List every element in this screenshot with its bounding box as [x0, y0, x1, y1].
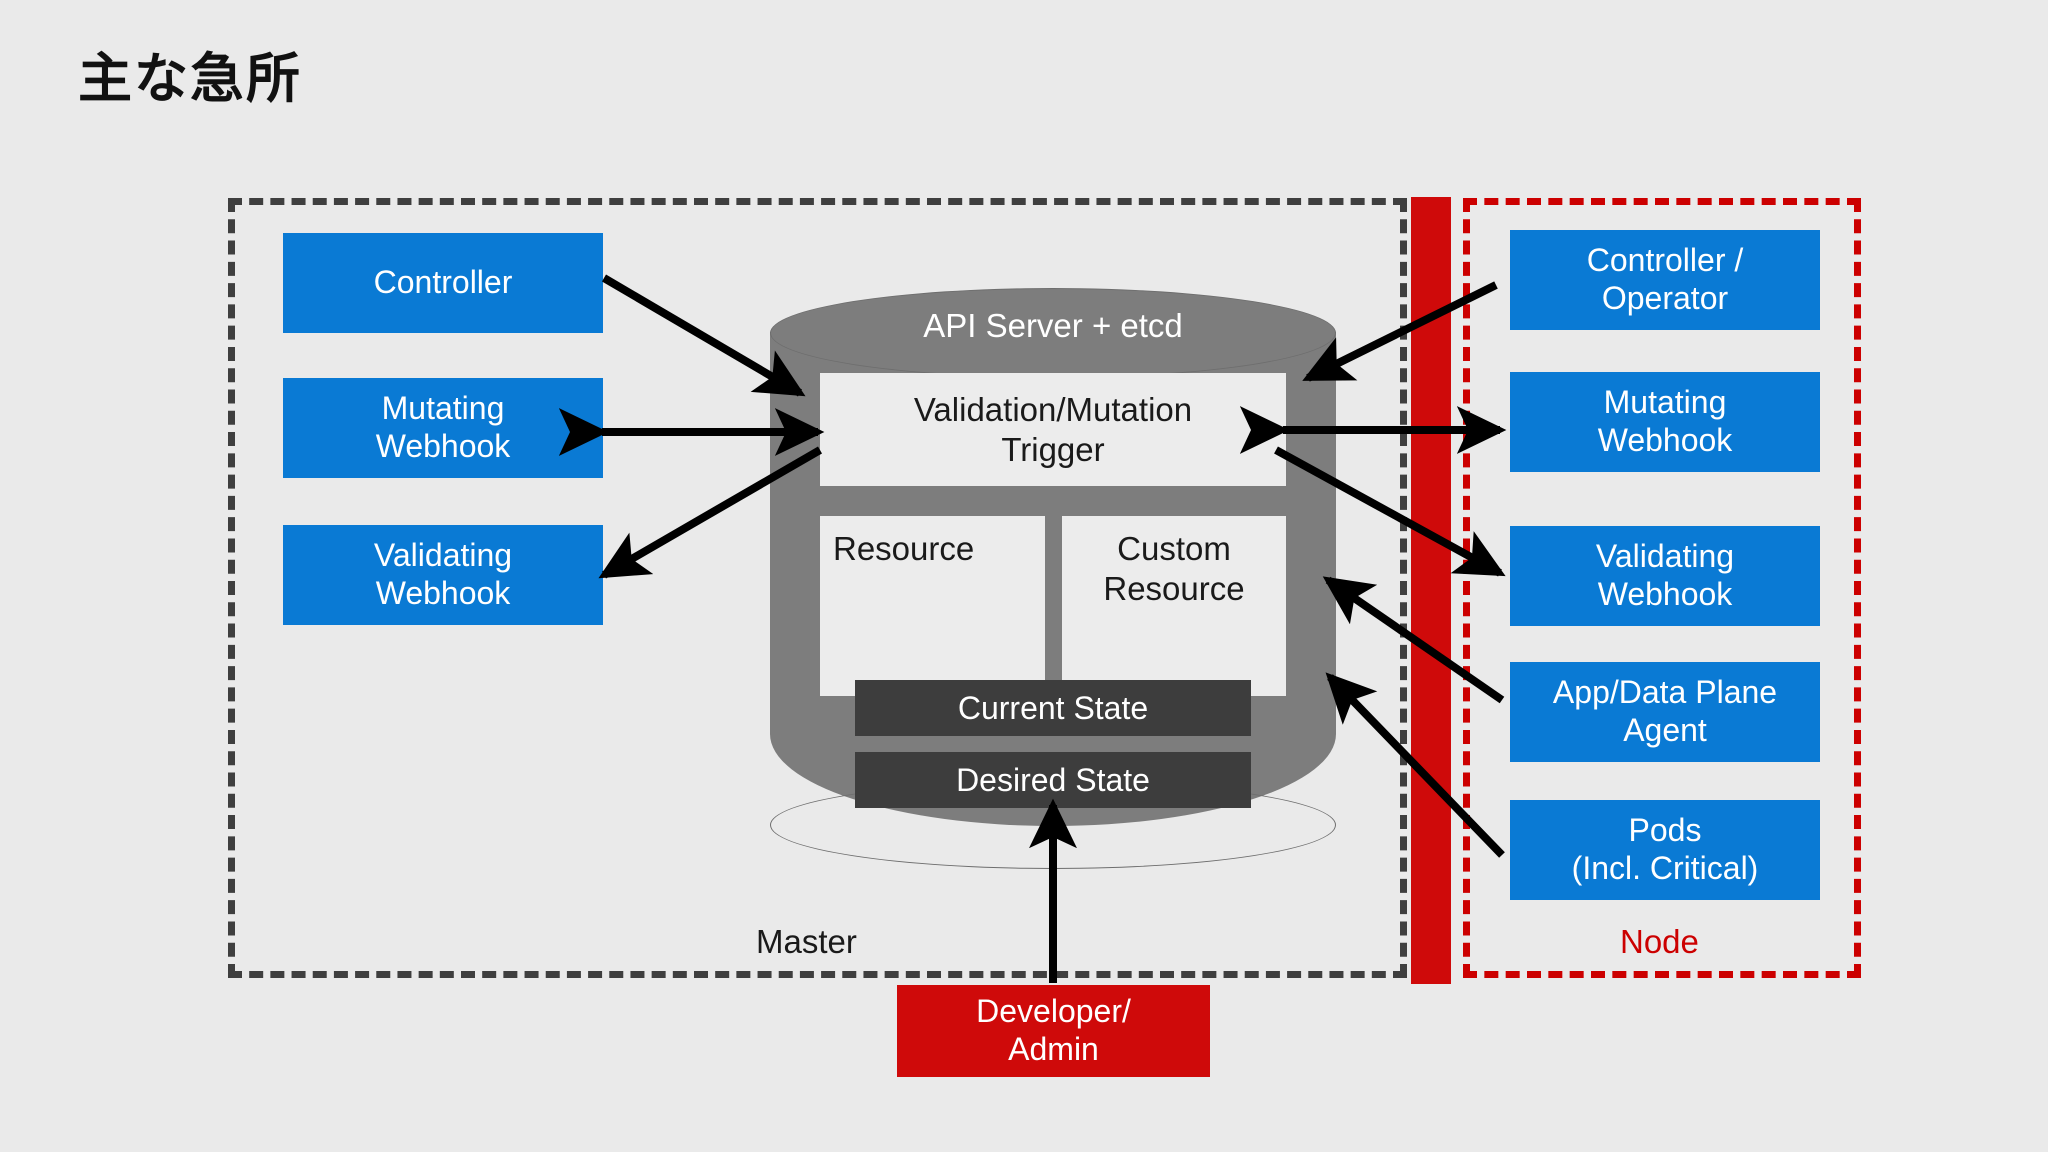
box-app-data-plane-agent[interactable]: App/Data Plane Agent	[1510, 662, 1820, 762]
firewall-separator-bar	[1411, 197, 1451, 984]
bar-current-state[interactable]: Current State	[855, 680, 1251, 736]
box-node-validating-webhook[interactable]: Validating Webhook	[1510, 526, 1820, 626]
panel-resource[interactable]: Resource	[820, 516, 1045, 696]
panel-validation-mutation-trigger[interactable]: Validation/Mutation Trigger	[820, 373, 1286, 486]
box-mutating-webhook[interactable]: Mutating Webhook	[283, 378, 603, 478]
box-controller[interactable]: Controller	[283, 233, 603, 333]
page-title: 主な急所	[78, 49, 302, 109]
cylinder-top-ellipse	[770, 288, 1336, 378]
zone-label-master: Master	[756, 923, 857, 960]
api-server-cylinder: API Server + etcd Validation/Mutation Tr…	[770, 288, 1336, 870]
bar-desired-state[interactable]: Desired State	[855, 752, 1251, 808]
box-controller-operator[interactable]: Controller / Operator	[1510, 230, 1820, 330]
box-node-mutating-webhook[interactable]: Mutating Webhook	[1510, 372, 1820, 472]
box-developer-admin[interactable]: Developer/ Admin	[897, 985, 1210, 1077]
cylinder-title: API Server + etcd	[923, 307, 1183, 344]
panel-custom-resource[interactable]: Custom Resource	[1062, 516, 1286, 696]
box-validating-webhook[interactable]: Validating Webhook	[283, 525, 603, 625]
zone-label-node: Node	[1620, 923, 1699, 960]
box-pods[interactable]: Pods (Incl. Critical)	[1510, 800, 1820, 900]
